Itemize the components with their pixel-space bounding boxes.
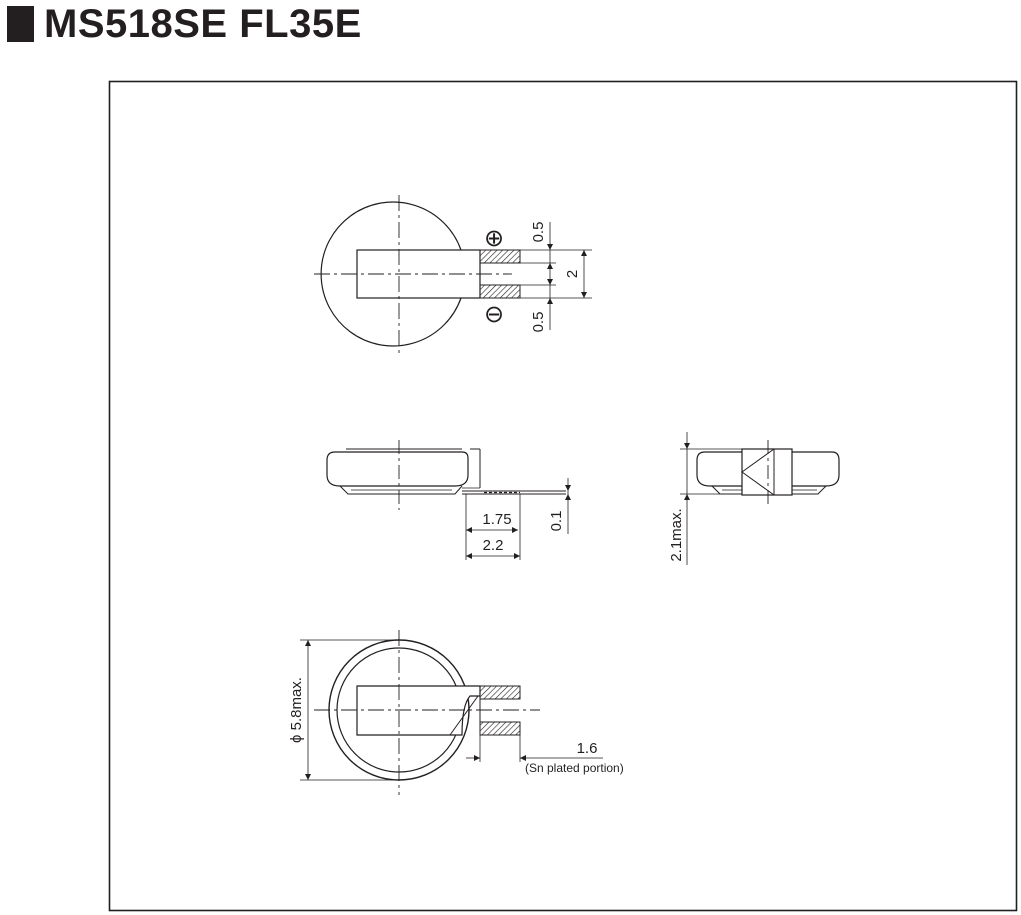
dim-end-height: 2.1max. (668, 508, 685, 561)
side-view (326, 440, 571, 560)
top-view (314, 195, 592, 355)
bottom-view-upper-pad (479, 685, 521, 700)
title-marker (7, 6, 34, 42)
dim-side-thickness: 0.1 (548, 511, 565, 532)
top-view-positive-pad (479, 249, 521, 264)
page-title: MS518SE FL35E (44, 2, 362, 46)
bottom-view-tab (356, 685, 481, 736)
dim-side-tab-inner: 1.75 (482, 511, 511, 528)
minus-symbol: ⊖ (484, 301, 504, 328)
bottom-view (300, 630, 603, 795)
end-view (680, 432, 840, 565)
dim-top-pad-lower: 0.5 (530, 312, 547, 333)
drawing-frame (108, 80, 1018, 912)
side-view-cell-body (326, 451, 469, 487)
end-view-tab (741, 448, 793, 496)
dim-bottom-sn-length: 1.6 (577, 740, 598, 757)
dim-side-tab-outer: 2.2 (483, 537, 504, 554)
top-view-negative-pad (479, 284, 521, 299)
dim-top-tab-width: 2 (564, 270, 581, 278)
dim-bottom-sn-note: (Sn plated portion) (525, 761, 624, 775)
bottom-view-lower-pad (479, 721, 521, 736)
dim-top-pad-upper: 0.5 (530, 222, 547, 243)
dim-bottom-diameter: ϕ 5.8max. (288, 677, 305, 743)
plus-symbol: ⊕ (484, 225, 504, 252)
